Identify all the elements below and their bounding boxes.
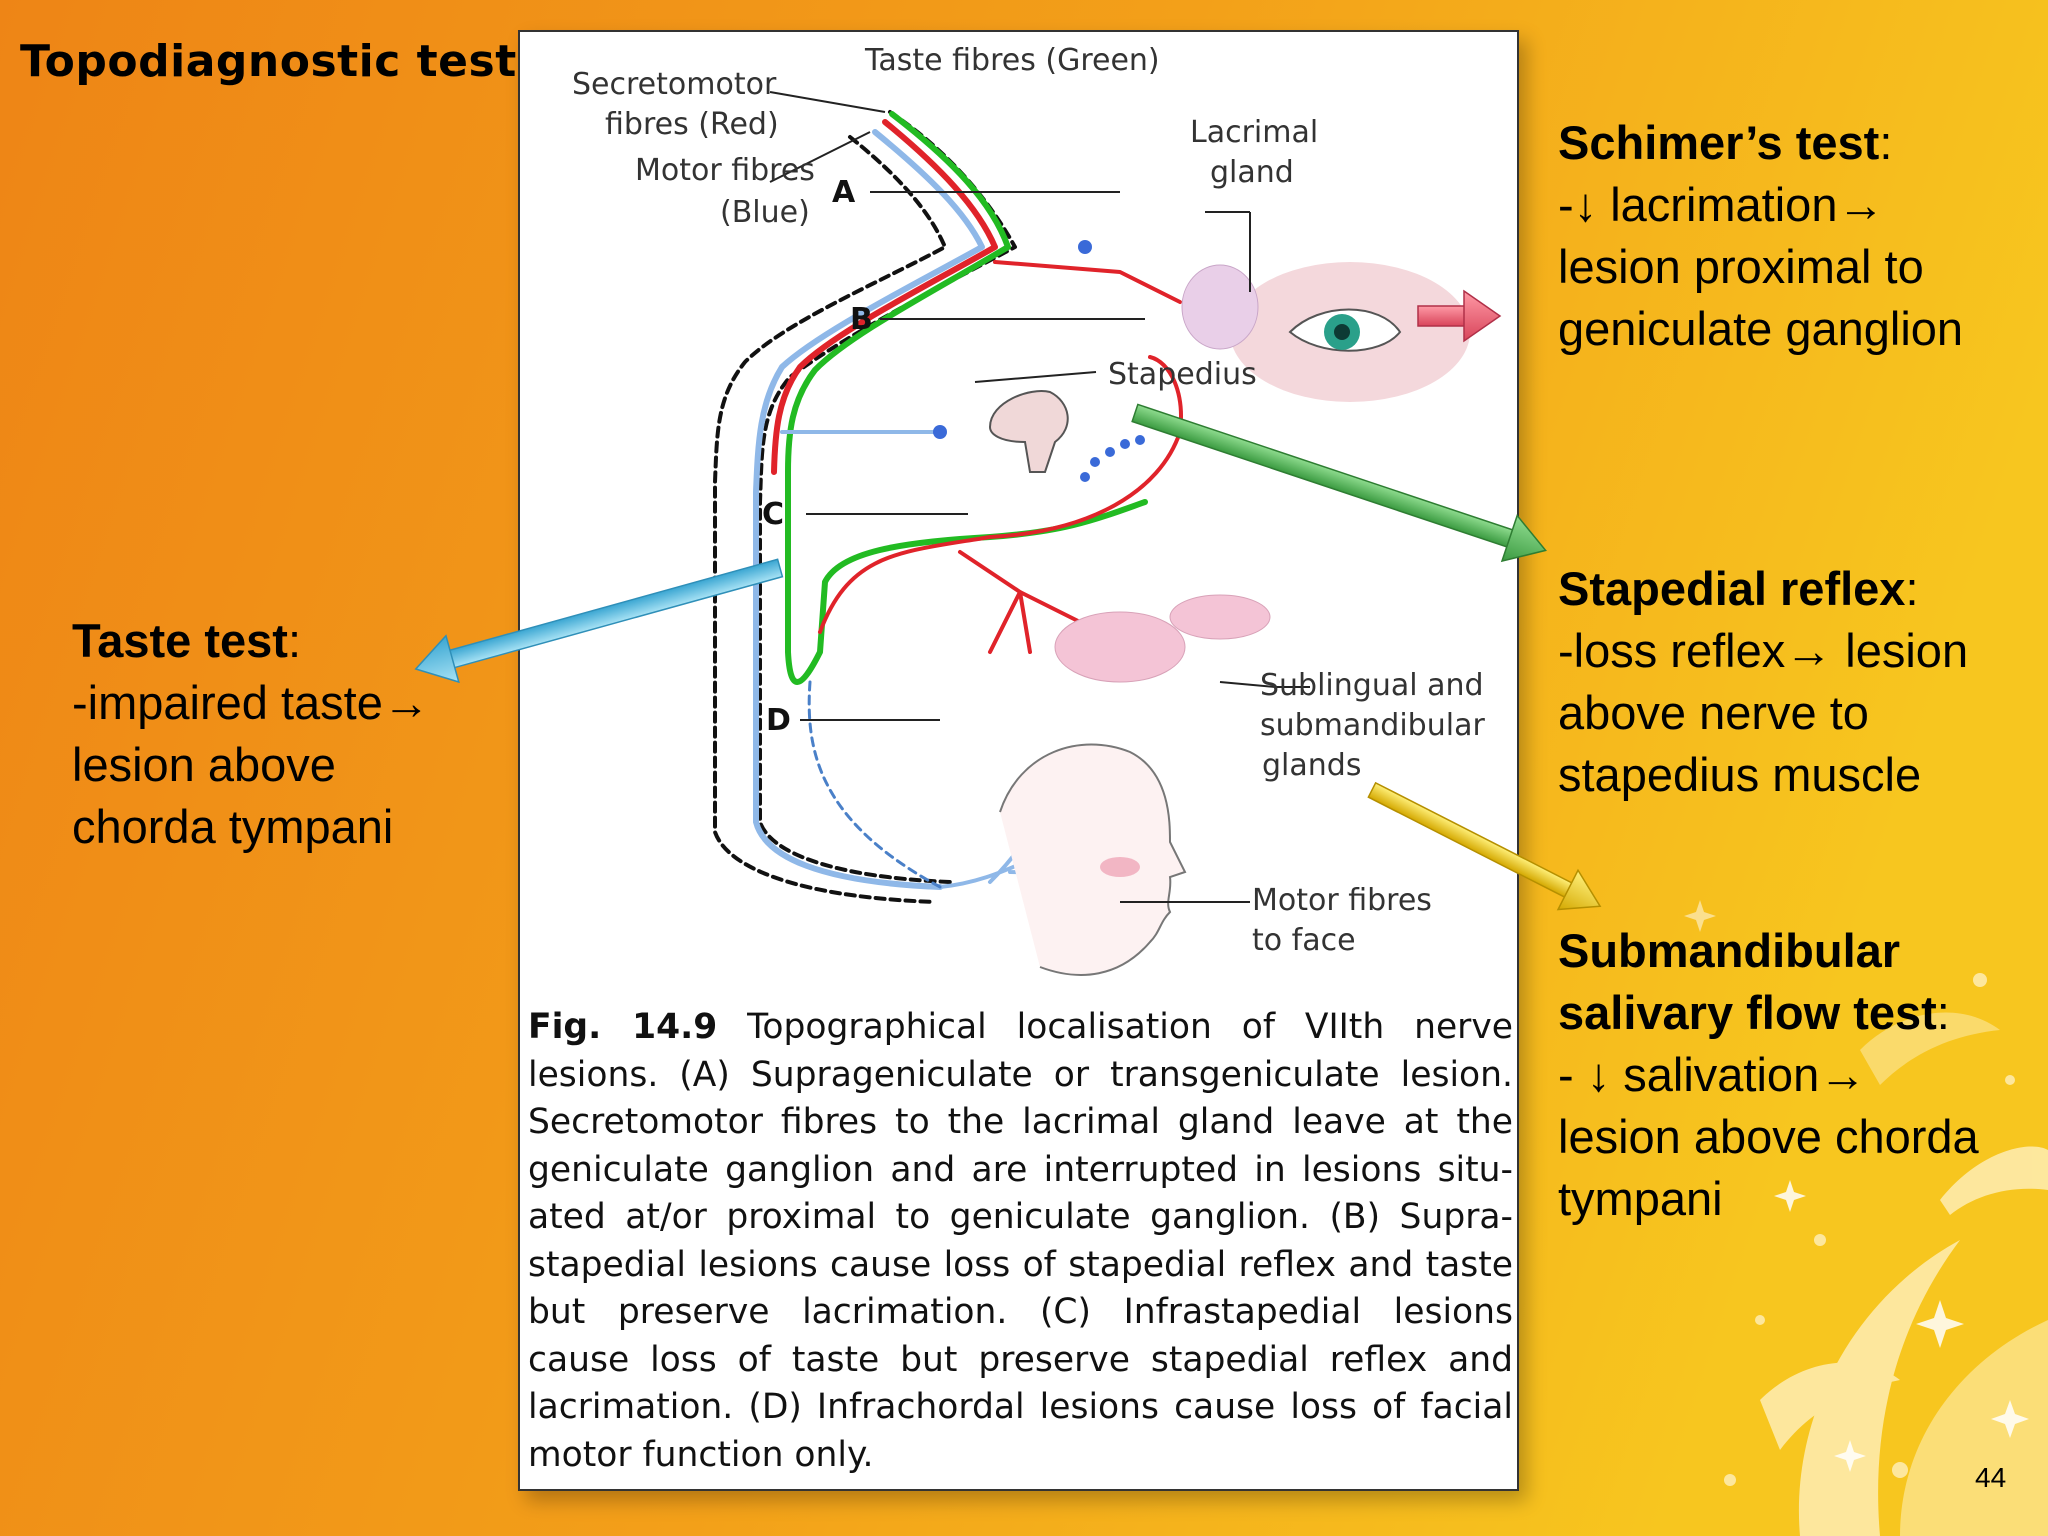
star-sparkles [1684,900,2029,1472]
stapedial-reflex-line: above nerve to [1558,686,1869,739]
figure-number: Fig. 14.9 [528,1007,718,1047]
taste-test-colon: : [287,614,301,667]
stapedial-reflex-block: Stapedial reflex: -loss reflex→ lesion a… [1558,558,1968,806]
schimer-test-line: lesion proximal to [1558,240,1924,293]
label-lacrimal-1: Lacrimal [1190,115,1318,150]
slide-title: Topodiagnostic test [20,36,517,87]
cheek-blush [1100,857,1140,877]
salivary-glands-illustration [1054,594,1271,683]
salivary-flow-test-heading: salivary flow test [1558,986,1937,1039]
secretomotor-fibre-red [771,119,998,475]
salivary-flow-test-colon: : [1936,986,1950,1039]
stapedial-reflex-heading: Stapedial reflex [1558,562,1906,615]
schimer-test-heading: Schimer’s test [1558,116,1880,169]
nerve-sheath-inner [713,135,947,904]
geniculate-ganglion-dot [1078,240,1092,254]
salivary-flow-test-heading: Submandibular [1558,924,1901,977]
label-sublingual-1: Sublingual and [1260,668,1484,703]
stapedial-reflex-line: -loss reflex→ lesion [1558,624,1969,677]
figure-caption-text: Topographical localisation of VIIth nerv… [528,1007,1514,1475]
label-sublingual-3: glands [1262,748,1361,783]
floral-decoration [1724,973,2048,1536]
label-motor-face-1: Motor fibres [1252,883,1432,918]
page-number: 44 [1975,1462,2007,1493]
taste-test-line: lesion above [72,738,336,791]
taste-test-line: -impaired taste→ [72,676,430,729]
stapedial-reflex-line: stapedius muscle [1558,748,1922,801]
face-profile-illustration [999,743,1187,976]
submandibular-branch-red [958,550,1142,654]
label-motor-1: Motor fibres [635,153,815,188]
label-secretomotor-1: Secretomotor [572,67,777,102]
label-taste-fibres: Taste fibres (Green) [864,43,1160,78]
salivary-flow-test-line: - ↓ salivation→ [1558,1048,1867,1101]
label-motor-face-2: to face [1252,923,1356,958]
schimer-test-colon: : [1879,116,1893,169]
salivary-flow-test-block: Submandibular salivary flow test: - ↓ sa… [1558,920,1979,1230]
eye-illustration [1181,262,1470,402]
figure-caption: Fig. 14.9 Topographical localisation of … [528,1004,1513,1479]
label-level-b: B [850,302,873,337]
label-lacrimal-2: gland [1210,155,1294,190]
lesion-level-lines [769,91,1310,903]
taste-dots [1080,435,1145,482]
label-level-c: C [762,497,784,532]
chorda-blue-dashed [807,680,942,889]
label-secretomotor-2: fibres (Red) [605,107,779,142]
stapedius-illustration [988,390,1069,473]
figure-panel: Taste fibres (Green) Secretomotor fibres… [518,30,1519,1491]
salivary-flow-test-line: lesion above chorda [1558,1110,1979,1163]
schimer-test-block: Schimer’s test: -↓ lacrimation→ lesion p… [1558,112,1963,360]
chorda-red [818,355,1183,634]
facial-nerve-diagram: Taste fibres (Green) Secretomotor fibres… [572,43,1485,976]
label-sublingual-2: submandibular [1260,708,1485,743]
taste-test-block: Taste test: -impaired taste→ lesion abov… [72,610,430,858]
taste-test-heading: Taste test [72,614,288,667]
greater-petrosal-red [993,260,1182,304]
motor-fibre-blue [753,129,985,890]
stapedial-reflex-colon: : [1905,562,1919,615]
label-level-d: D [766,703,791,738]
schimer-test-line: -↓ lacrimation→ [1558,178,1885,231]
stapedius-ganglion-dot [933,425,947,439]
taste-test-line: chorda tympani [72,800,394,853]
label-motor-2: (Blue) [720,195,810,230]
schimer-test-line: geniculate ganglion [1558,302,1964,355]
label-level-a: A [832,175,856,210]
salivary-flow-test-line: tympani [1558,1172,1723,1225]
label-stapedius: Stapedius [1108,357,1257,392]
